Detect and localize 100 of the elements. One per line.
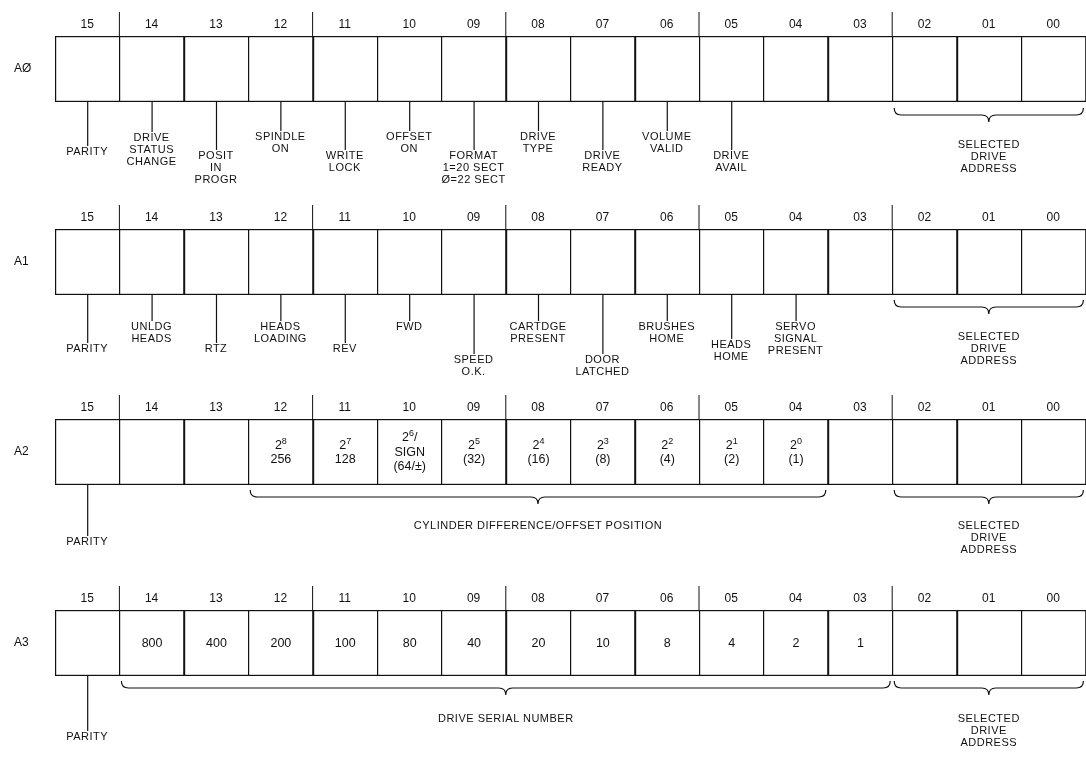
bit-number: 15 (79, 400, 95, 414)
field-label: REV (332, 343, 357, 355)
bit-cell (377, 36, 443, 102)
bit-cell (183, 419, 250, 485)
leader-line (344, 294, 346, 344)
bit-cell (570, 36, 636, 102)
bit-cell (55, 419, 121, 485)
bit-number: 06 (659, 210, 675, 224)
bit-value-text: 2$^{5}$ (468, 437, 481, 452)
bit-cell (956, 229, 1022, 295)
bit-number: 04 (787, 17, 804, 31)
bit-number: 03 (852, 591, 868, 605)
bit-number: 15 (79, 17, 95, 31)
bit-value-text: 400 (206, 635, 227, 651)
bit-cell (634, 610, 700, 676)
bit-number: 09 (465, 591, 482, 605)
bit-cell (570, 229, 636, 295)
bit-number: 14 (143, 400, 160, 414)
bit-value-text: (64/±) (393, 459, 426, 474)
bit-cell (1021, 419, 1086, 485)
bit-number: 10 (401, 210, 417, 224)
bit-value-text: 2$^{2}$ (661, 437, 674, 452)
bit-cell (763, 610, 829, 676)
bit-cell (892, 36, 958, 102)
bit-cell (763, 419, 829, 485)
bit-number: 14 (143, 591, 160, 605)
leader-line (87, 294, 89, 344)
bit-value-text: (16) (527, 452, 550, 467)
bit-value-text: 20 (531, 635, 546, 651)
bit-cell (956, 610, 1022, 676)
bit-value-text: 2$^{8}$ (274, 437, 287, 452)
bit-number: 12 (272, 400, 289, 414)
bit-number: 13 (208, 210, 224, 224)
bit-value-text: 128 (334, 452, 356, 467)
bit-cell (248, 610, 314, 676)
leader-line (87, 484, 89, 537)
field-label: DOOR LATCHED (575, 354, 630, 378)
bit-number: 02 (916, 210, 933, 224)
field-label: BRUSHES HOME (638, 321, 696, 345)
bit-cell (699, 610, 765, 676)
bit-cell (1021, 36, 1086, 102)
bit-number: 09 (465, 17, 482, 31)
bit-cell (441, 229, 507, 295)
bit-cell (119, 419, 185, 485)
bit-cell (55, 36, 121, 102)
bit-number: 08 (530, 591, 546, 605)
leader-line (537, 101, 540, 132)
leader-line (151, 101, 153, 133)
bit-cell (55, 229, 121, 295)
bit-cell (377, 419, 443, 485)
field-group-label: SELECTED DRIVE ADDRESS (957, 713, 1020, 749)
leader-line (537, 294, 540, 322)
field-label: WRITE LOCK (325, 150, 364, 174)
bit-number: 02 (916, 591, 933, 605)
bit-value-text: 80 (402, 635, 417, 651)
field-group-label: DRIVE SERIAL NUMBER (438, 713, 574, 725)
leader-line (666, 101, 668, 132)
bit-value-text: (1) (788, 452, 804, 467)
bit-cell (827, 229, 894, 295)
bit-number: 08 (530, 210, 546, 224)
bit-number: 01 (981, 400, 997, 414)
field-label: PARITY (66, 343, 109, 355)
bit-cell (956, 36, 1022, 102)
bit-cell (312, 610, 378, 676)
bit-number: 00 (1045, 17, 1061, 31)
bit-number: 13 (208, 591, 224, 605)
bit-value-text: (4) (659, 452, 675, 467)
field-label: HEADS LOADING (253, 321, 307, 345)
field-label: SPEED O.K. (453, 354, 494, 378)
bit-cell (763, 36, 829, 102)
leader-line (731, 101, 733, 151)
bit-cell (1021, 229, 1086, 295)
bit-cell (377, 610, 443, 676)
leader-line (602, 294, 604, 355)
bit-value-text: 256 (270, 452, 292, 467)
bit-cell (119, 610, 185, 676)
bit-cell (505, 229, 572, 295)
bit-number: 14 (143, 210, 160, 224)
field-label: DRIVE READY (582, 150, 623, 174)
leader-line (151, 294, 153, 322)
bit-cell (956, 419, 1022, 485)
bit-value-text: 2$^{3}$ (596, 437, 609, 452)
bit-cell (699, 36, 765, 102)
leader-line (473, 294, 475, 355)
bit-number: 11 (337, 400, 353, 414)
bit-value-text: (2) (724, 452, 740, 467)
bit-number: 03 (852, 17, 868, 31)
field-group-label: SELECTED DRIVE ADDRESS (957, 520, 1020, 556)
bit-number: 11 (337, 591, 353, 605)
bit-cell (183, 229, 250, 295)
bit-cell (892, 419, 958, 485)
bit-cell (119, 36, 185, 102)
field-label: RTZ (204, 343, 228, 355)
register-name: A2 (14, 444, 29, 458)
bit-number: 10 (401, 17, 417, 31)
bit-value-text: 100 (334, 635, 356, 651)
leader-line (731, 294, 733, 340)
bit-number: 01 (981, 591, 997, 605)
bit-cell (505, 36, 572, 102)
leader-line (409, 101, 411, 132)
